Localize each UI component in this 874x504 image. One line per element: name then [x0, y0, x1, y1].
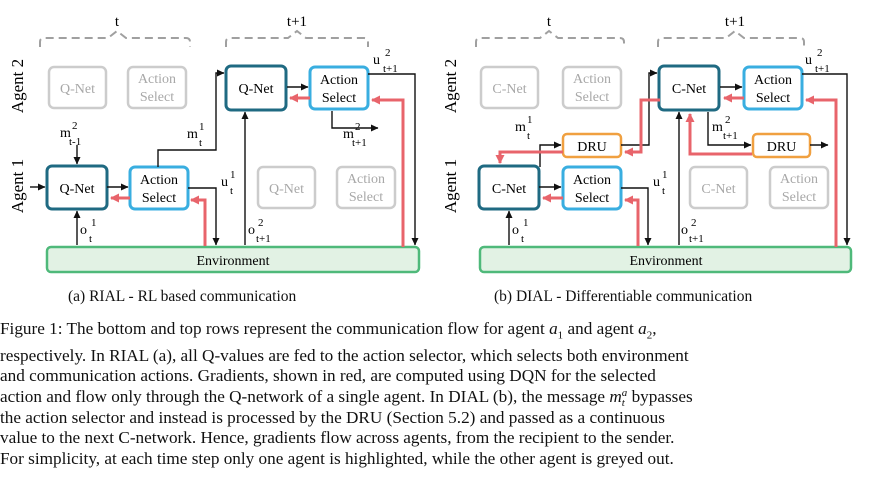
caption-line: and communication actions. Gradients, sh…	[0, 366, 656, 386]
caption-line: respectively. In RIAL (a), all Q-values …	[0, 345, 689, 365]
svg-text:Q-Net: Q-Net	[269, 182, 304, 197]
agent2-cnet-t1: C-Net	[657, 64, 721, 112]
agent1-qnet-t1-greyed: Q-Net	[256, 165, 317, 210]
agent2-label: Agent 2	[8, 59, 27, 113]
gradient-arrows-b	[495, 93, 838, 247]
svg-text:Action: Action	[347, 172, 385, 187]
time-label-t: t	[115, 14, 120, 30]
agent1-cnet-t1-greyed: C-Net	[688, 165, 749, 210]
time-label-t1-b: t+1	[725, 14, 745, 30]
time-bracket-t-b	[475, 29, 625, 47]
environment-box-b: Environment	[478, 245, 853, 274]
agent1-label: Agent 1	[8, 159, 27, 213]
agent2-action-select-t1: Action Select	[308, 65, 370, 111]
agent1-cnet-t: C-Net	[477, 164, 541, 211]
agent2-action-select-t-greyed-b: Action Select	[561, 65, 623, 110]
caption-line: For simplicity, at each time step only o…	[0, 448, 674, 468]
svg-text:Action: Action	[780, 172, 818, 187]
figure-diagram: t t+1 Agent 2 Agent 1 Q-Net Action Selec…	[8, 14, 853, 274]
environment-box-a: Environment	[45, 245, 421, 274]
svg-text:Select: Select	[756, 91, 790, 106]
time-label-t-b: t	[547, 14, 552, 30]
svg-text:Select: Select	[322, 91, 356, 106]
svg-text:Q-Net: Q-Net	[60, 182, 95, 197]
svg-text:Action: Action	[754, 73, 792, 88]
gradient-arrows-a	[110, 93, 405, 247]
time-label-t1: t+1	[287, 14, 307, 30]
agent1-action-select-t-b: Action Select	[561, 165, 623, 211]
svg-text:Action: Action	[140, 173, 178, 188]
caption-line: value to the next C-network. Hence, grad…	[0, 428, 675, 448]
agent2-qnet-t1: Q-Net	[224, 64, 288, 112]
svg-text:Select: Select	[140, 90, 174, 105]
svg-text:Action: Action	[573, 72, 611, 87]
time-bracket-t	[39, 29, 191, 47]
flow-arrows-b	[505, 69, 851, 246]
caption-line: Figure 1: The bottom and top rows repres…	[0, 319, 657, 342]
svg-text:Select: Select	[142, 191, 176, 206]
svg-text:Select: Select	[782, 190, 816, 205]
svg-text:Select: Select	[575, 191, 609, 206]
time-bracket-t1-b	[657, 29, 805, 47]
agent1-qnet-t: Q-Net	[45, 164, 109, 211]
svg-text:C-Net: C-Net	[701, 182, 735, 197]
time-bracket-t1	[225, 29, 369, 47]
figure-caption: Figure 1: The bottom and top rows repres…	[0, 319, 874, 469]
svg-text:Q-Net: Q-Net	[239, 82, 274, 97]
subcaption-rial: (a) RIAL - RL based communication	[68, 288, 297, 305]
svg-text:C-Net: C-Net	[492, 82, 526, 97]
svg-text:Environment: Environment	[196, 254, 269, 269]
svg-text:C-Net: C-Net	[672, 82, 706, 97]
svg-text:C-Net: C-Net	[492, 182, 526, 197]
flow-arrows-a	[30, 69, 419, 246]
agent1-label-b: Agent 1	[441, 159, 460, 213]
panel-rial: t t+1 Agent 2 Agent 1 Q-Net Action Selec…	[8, 14, 421, 274]
agent2-cnet-t-greyed: C-Net	[479, 65, 540, 110]
agent1-action-select-t1-greyed: Action Select	[335, 165, 397, 210]
agent2-action-select-t-greyed: Action Select	[126, 65, 188, 110]
svg-text:Select: Select	[575, 90, 609, 105]
svg-text:Action: Action	[573, 173, 611, 188]
svg-text:Action: Action	[138, 72, 176, 87]
svg-text:DRU: DRU	[767, 140, 797, 155]
agent2-qnet-t-greyed: Q-Net	[47, 65, 108, 110]
svg-text:Select: Select	[349, 190, 383, 205]
agent1-action-select-t1-greyed-b: Action Select	[768, 165, 830, 210]
panel-dial: t t+1 Agent 2 Agent 1 C-Net Action Selec…	[441, 14, 853, 274]
dru-box-t1: DRU	[751, 132, 812, 159]
svg-text:Environment: Environment	[629, 254, 702, 269]
agent2-action-select-t1-b: Action Select	[742, 65, 804, 111]
agent2-label-b: Agent 2	[441, 59, 460, 113]
subcaption-dial: (b) DIAL - Differentiable communication	[494, 288, 753, 305]
svg-text:Action: Action	[320, 73, 358, 88]
agent1-action-select-t: Action Select	[128, 165, 190, 211]
svg-text:DRU: DRU	[577, 140, 607, 155]
dru-box-t: DRU	[561, 132, 623, 159]
caption-line: action and flow only through the Q-netwo…	[0, 386, 693, 409]
svg-text:Q-Net: Q-Net	[60, 82, 95, 97]
caption-line: the action selector and instead is proce…	[0, 407, 665, 427]
